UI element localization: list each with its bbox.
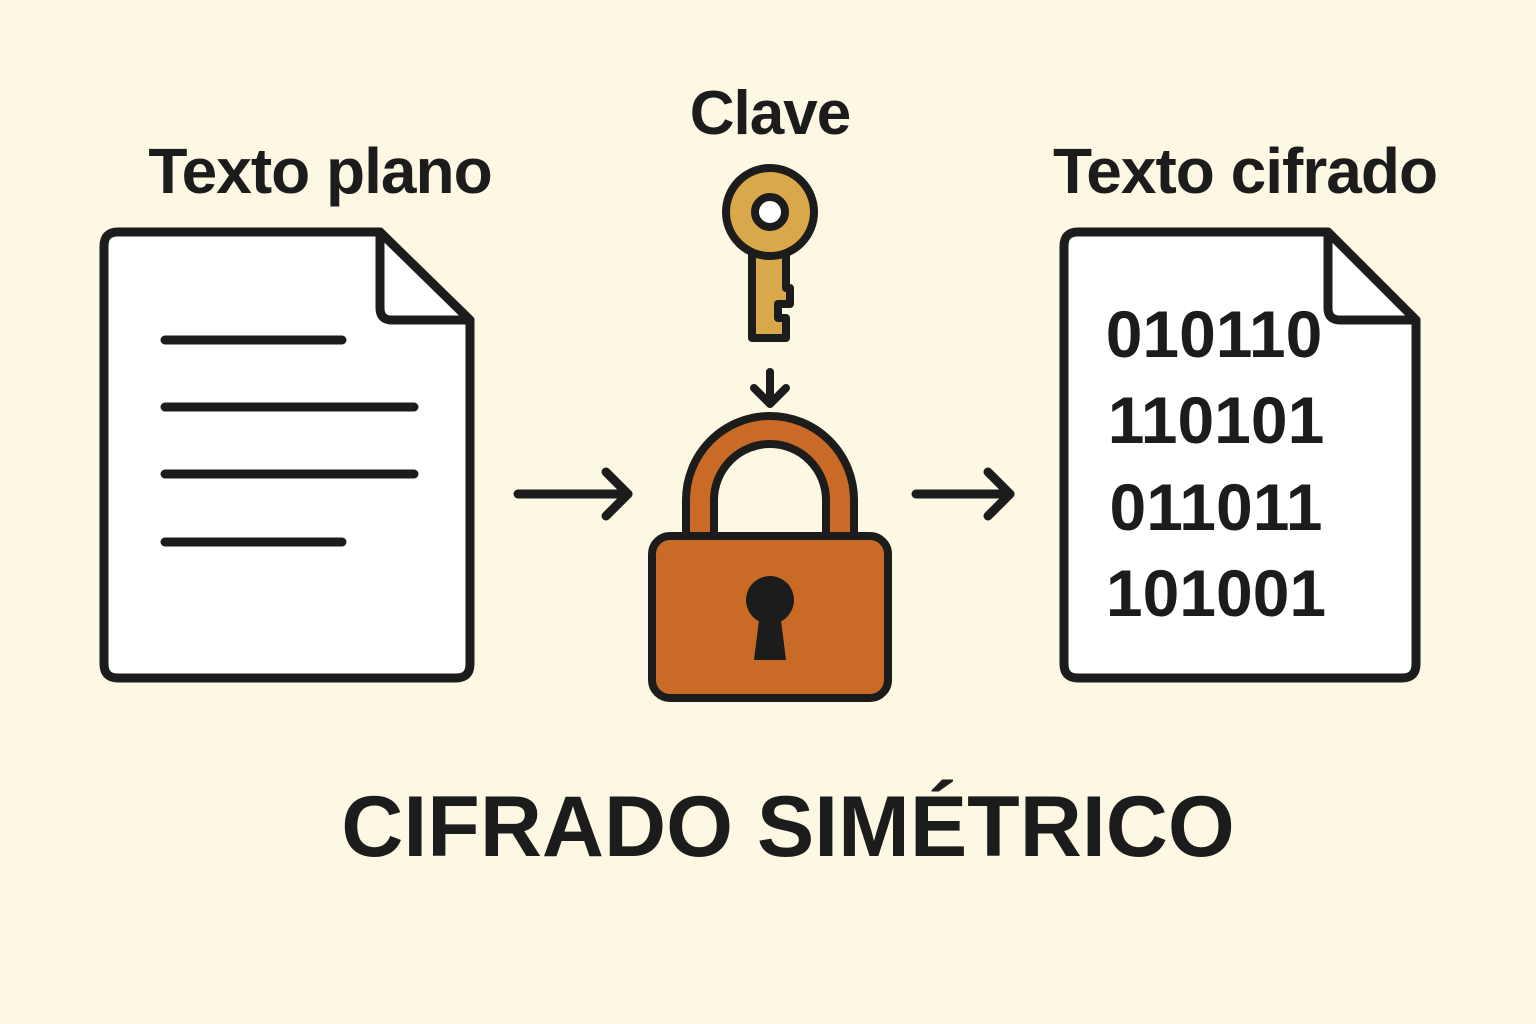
ciphertext-line: 010110 (1106, 297, 1323, 371)
arrow-down-icon (750, 368, 790, 408)
plaintext-label: Texto plano (148, 135, 492, 207)
ciphertext-line: 110101 (1108, 383, 1325, 457)
arrow-right-icon (911, 467, 1015, 521)
key-label: Clave (689, 79, 851, 148)
ciphertext-line: 101001 (1106, 556, 1326, 630)
document-binary-icon (1059, 227, 1421, 683)
key-icon (722, 164, 818, 342)
padlock-icon (648, 412, 892, 702)
document-lines-icon (99, 227, 475, 683)
ciphertext-label: Texto cifrado (1052, 135, 1438, 207)
page-title: CIFRADO SIMÉTRICO (341, 779, 1235, 875)
arrow-right-icon (513, 467, 633, 521)
ciphertext-line: 011011 (1110, 470, 1323, 544)
